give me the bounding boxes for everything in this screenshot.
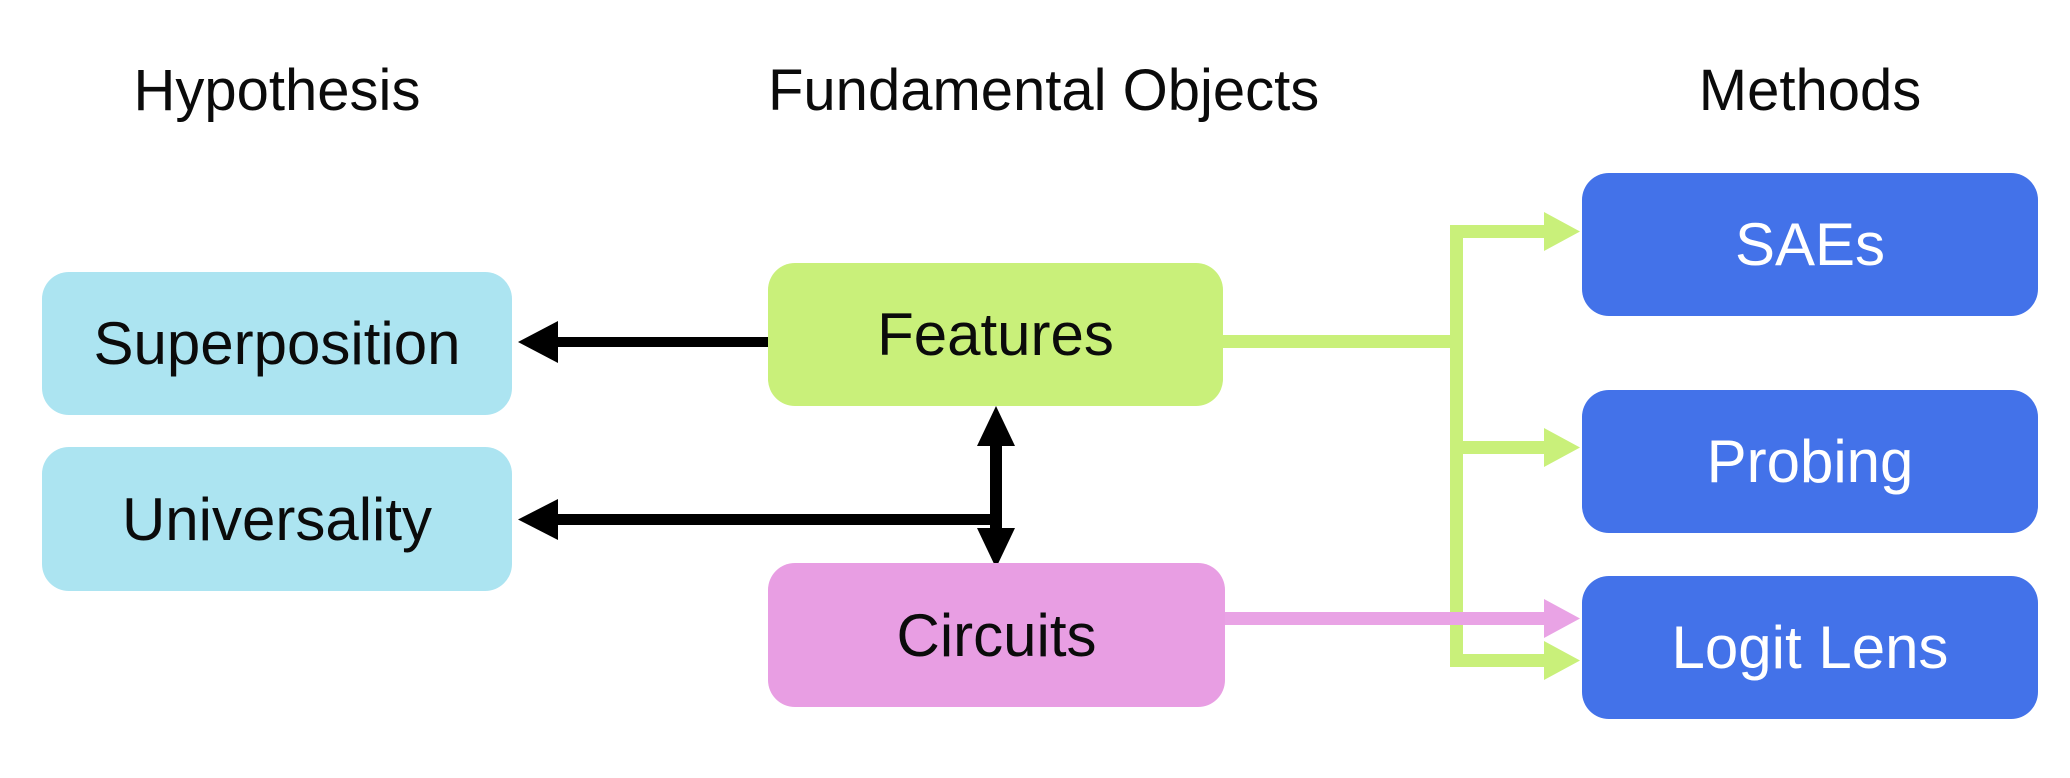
black-arrowhead-universality (518, 499, 558, 540)
node-logit-lens: Logit Lens (1582, 576, 2038, 719)
node-universality: Universality (42, 447, 512, 591)
black-arrowhead-superposition (518, 321, 558, 363)
green-arrowhead-logit-lens (1544, 641, 1580, 680)
black-vertical-shaft (990, 440, 1002, 532)
node-circuits: Circuits (768, 563, 1225, 707)
column-header-hypothesis: Hypothesis (133, 58, 421, 123)
green-branch-probing (1463, 441, 1546, 454)
node-superposition-label: Superposition (93, 310, 461, 377)
node-circuits-label: Circuits (896, 601, 1097, 669)
black-arrowhead-up-features (977, 406, 1015, 446)
arrow-circuits-to-logit-lens (1225, 599, 1580, 638)
node-saes: SAEs (1582, 173, 2038, 316)
column-header-methods: Methods (1698, 58, 1922, 123)
arrow-features-to-methods (1223, 212, 1580, 680)
green-branch-logit-lens (1450, 654, 1546, 667)
column-header-fundamental-objects: Fundamental Objects (768, 58, 1320, 123)
pink-line (1225, 612, 1546, 625)
node-saes-label: SAEs (1734, 211, 1886, 278)
node-logit-lens-label: Logit Lens (1671, 614, 1949, 681)
node-superposition: Superposition (42, 272, 512, 415)
black-arrowhead-down-circuits (977, 528, 1015, 568)
node-universality-label: Universality (121, 485, 433, 553)
node-probing: Probing (1582, 390, 2038, 533)
green-arrowhead-saes (1544, 212, 1580, 251)
black-line-to-superposition (554, 337, 768, 347)
green-branch-saes (1450, 225, 1546, 238)
node-features: Features (768, 263, 1223, 406)
node-features-label: Features (877, 301, 1114, 368)
green-stem-line (1223, 335, 1463, 348)
black-line-to-universality (554, 514, 1002, 525)
green-trunk-line (1450, 225, 1463, 667)
pink-arrowhead (1544, 599, 1580, 638)
node-probing-label: Probing (1706, 428, 1914, 495)
green-arrowhead-probing (1544, 428, 1580, 467)
